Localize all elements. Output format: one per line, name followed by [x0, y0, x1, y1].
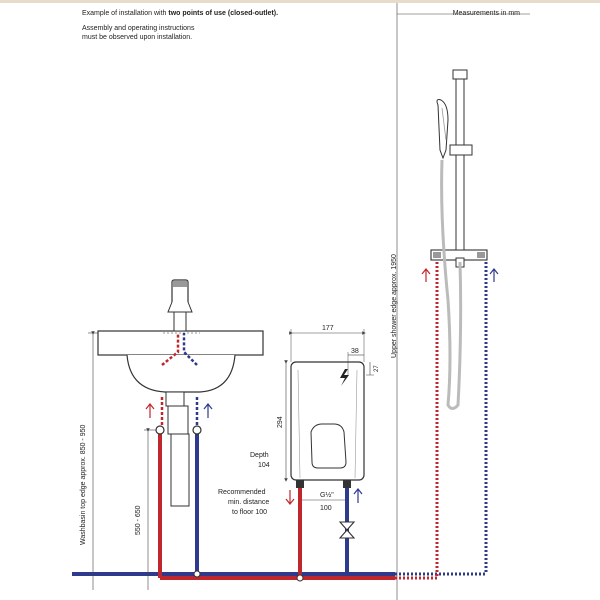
- washbasin-height-label: Washbasin top edge approx. 850 - 950: [80, 425, 87, 545]
- depth-label: Depth: [250, 452, 269, 459]
- connection-spacing-label: 100: [320, 505, 332, 512]
- basin-hot-hose: [160, 333, 180, 430]
- heater-inlet-connector: [343, 480, 351, 488]
- recommended-label-3: to floor 100: [232, 509, 267, 516]
- water-heater: [290, 361, 365, 488]
- recommended-label-2: min. distance: [228, 499, 269, 506]
- valve-height-label: 550 - 650: [135, 505, 142, 535]
- connection-label: G½": [320, 491, 334, 499]
- shower-cold-arrow: [489, 268, 499, 282]
- heater-cold-arrow: [353, 488, 363, 503]
- offset-side-label: 27: [374, 365, 380, 372]
- caption: Example of installation with two points …: [82, 9, 278, 18]
- heater-width-label: 177: [322, 325, 334, 332]
- washbasin-dimensions: Washbasin top edge approx. 850 - 950 550…: [80, 331, 156, 590]
- heater-dimensions: 177 38 27 294 Depth 104 Recommended min.…: [218, 325, 380, 516]
- waste-outlet: [165, 391, 185, 407]
- shower-rail: [455, 78, 465, 251]
- shower-height-label: Upper shower edge approx. 1950: [391, 254, 398, 358]
- assembly-note-1: Assembly and operating instructions: [82, 25, 195, 32]
- shower-head-icon: [436, 99, 449, 160]
- valve-icon: [338, 521, 356, 539]
- heater-hot-arrow: [285, 490, 295, 505]
- basin-cold-tee: [193, 570, 201, 578]
- recommended-label-1: Recommended: [218, 489, 266, 496]
- waste-trap: [167, 405, 189, 435]
- heater-display: [310, 423, 347, 469]
- floor-pipes: [72, 572, 486, 580]
- shower-mixer-knob-left: [433, 252, 441, 258]
- basin-hot-valve: [155, 425, 165, 435]
- shower-holder: [449, 144, 473, 156]
- measurements-note: Measurements in mm: [452, 10, 520, 17]
- washbasin: [97, 279, 264, 507]
- shower-rail-top: [452, 69, 468, 80]
- washbasin-top: [97, 330, 264, 356]
- washbasin-pipes: [145, 333, 213, 578]
- heater-body: [290, 361, 365, 481]
- washbasin-bowl: [126, 354, 236, 393]
- caption-bold-text: two points of use (closed-outlet).: [168, 10, 279, 17]
- shower-mixer-knob-right: [477, 252, 485, 258]
- shower-hose: [440, 159, 463, 410]
- heater-hot-tee: [296, 574, 304, 582]
- shower-hot-arrow: [421, 268, 431, 282]
- heater-pipes: [285, 488, 363, 582]
- faucet-icon: [167, 279, 193, 332]
- heater-outlet-connector: [296, 480, 304, 488]
- shower: Upper shower edge approx. 1950: [391, 69, 499, 578]
- offset-top-label: 38: [351, 348, 359, 355]
- waste-pipe: [170, 433, 190, 507]
- top-accent-bar: [0, 0, 600, 3]
- heater-side-lines: [297, 369, 358, 479]
- depth-value: 104: [258, 462, 270, 469]
- basin-cold-hose: [182, 333, 199, 430]
- caption-text: Example of installation with: [82, 10, 169, 17]
- heater-height-label: 294: [277, 416, 284, 428]
- lightning-icon: [340, 369, 349, 386]
- basin-hot-arrow: [145, 403, 155, 418]
- assembly-note-2: must be observed upon installation.: [82, 34, 193, 41]
- basin-cold-valve: [192, 425, 202, 435]
- basin-cold-arrow: [203, 403, 213, 418]
